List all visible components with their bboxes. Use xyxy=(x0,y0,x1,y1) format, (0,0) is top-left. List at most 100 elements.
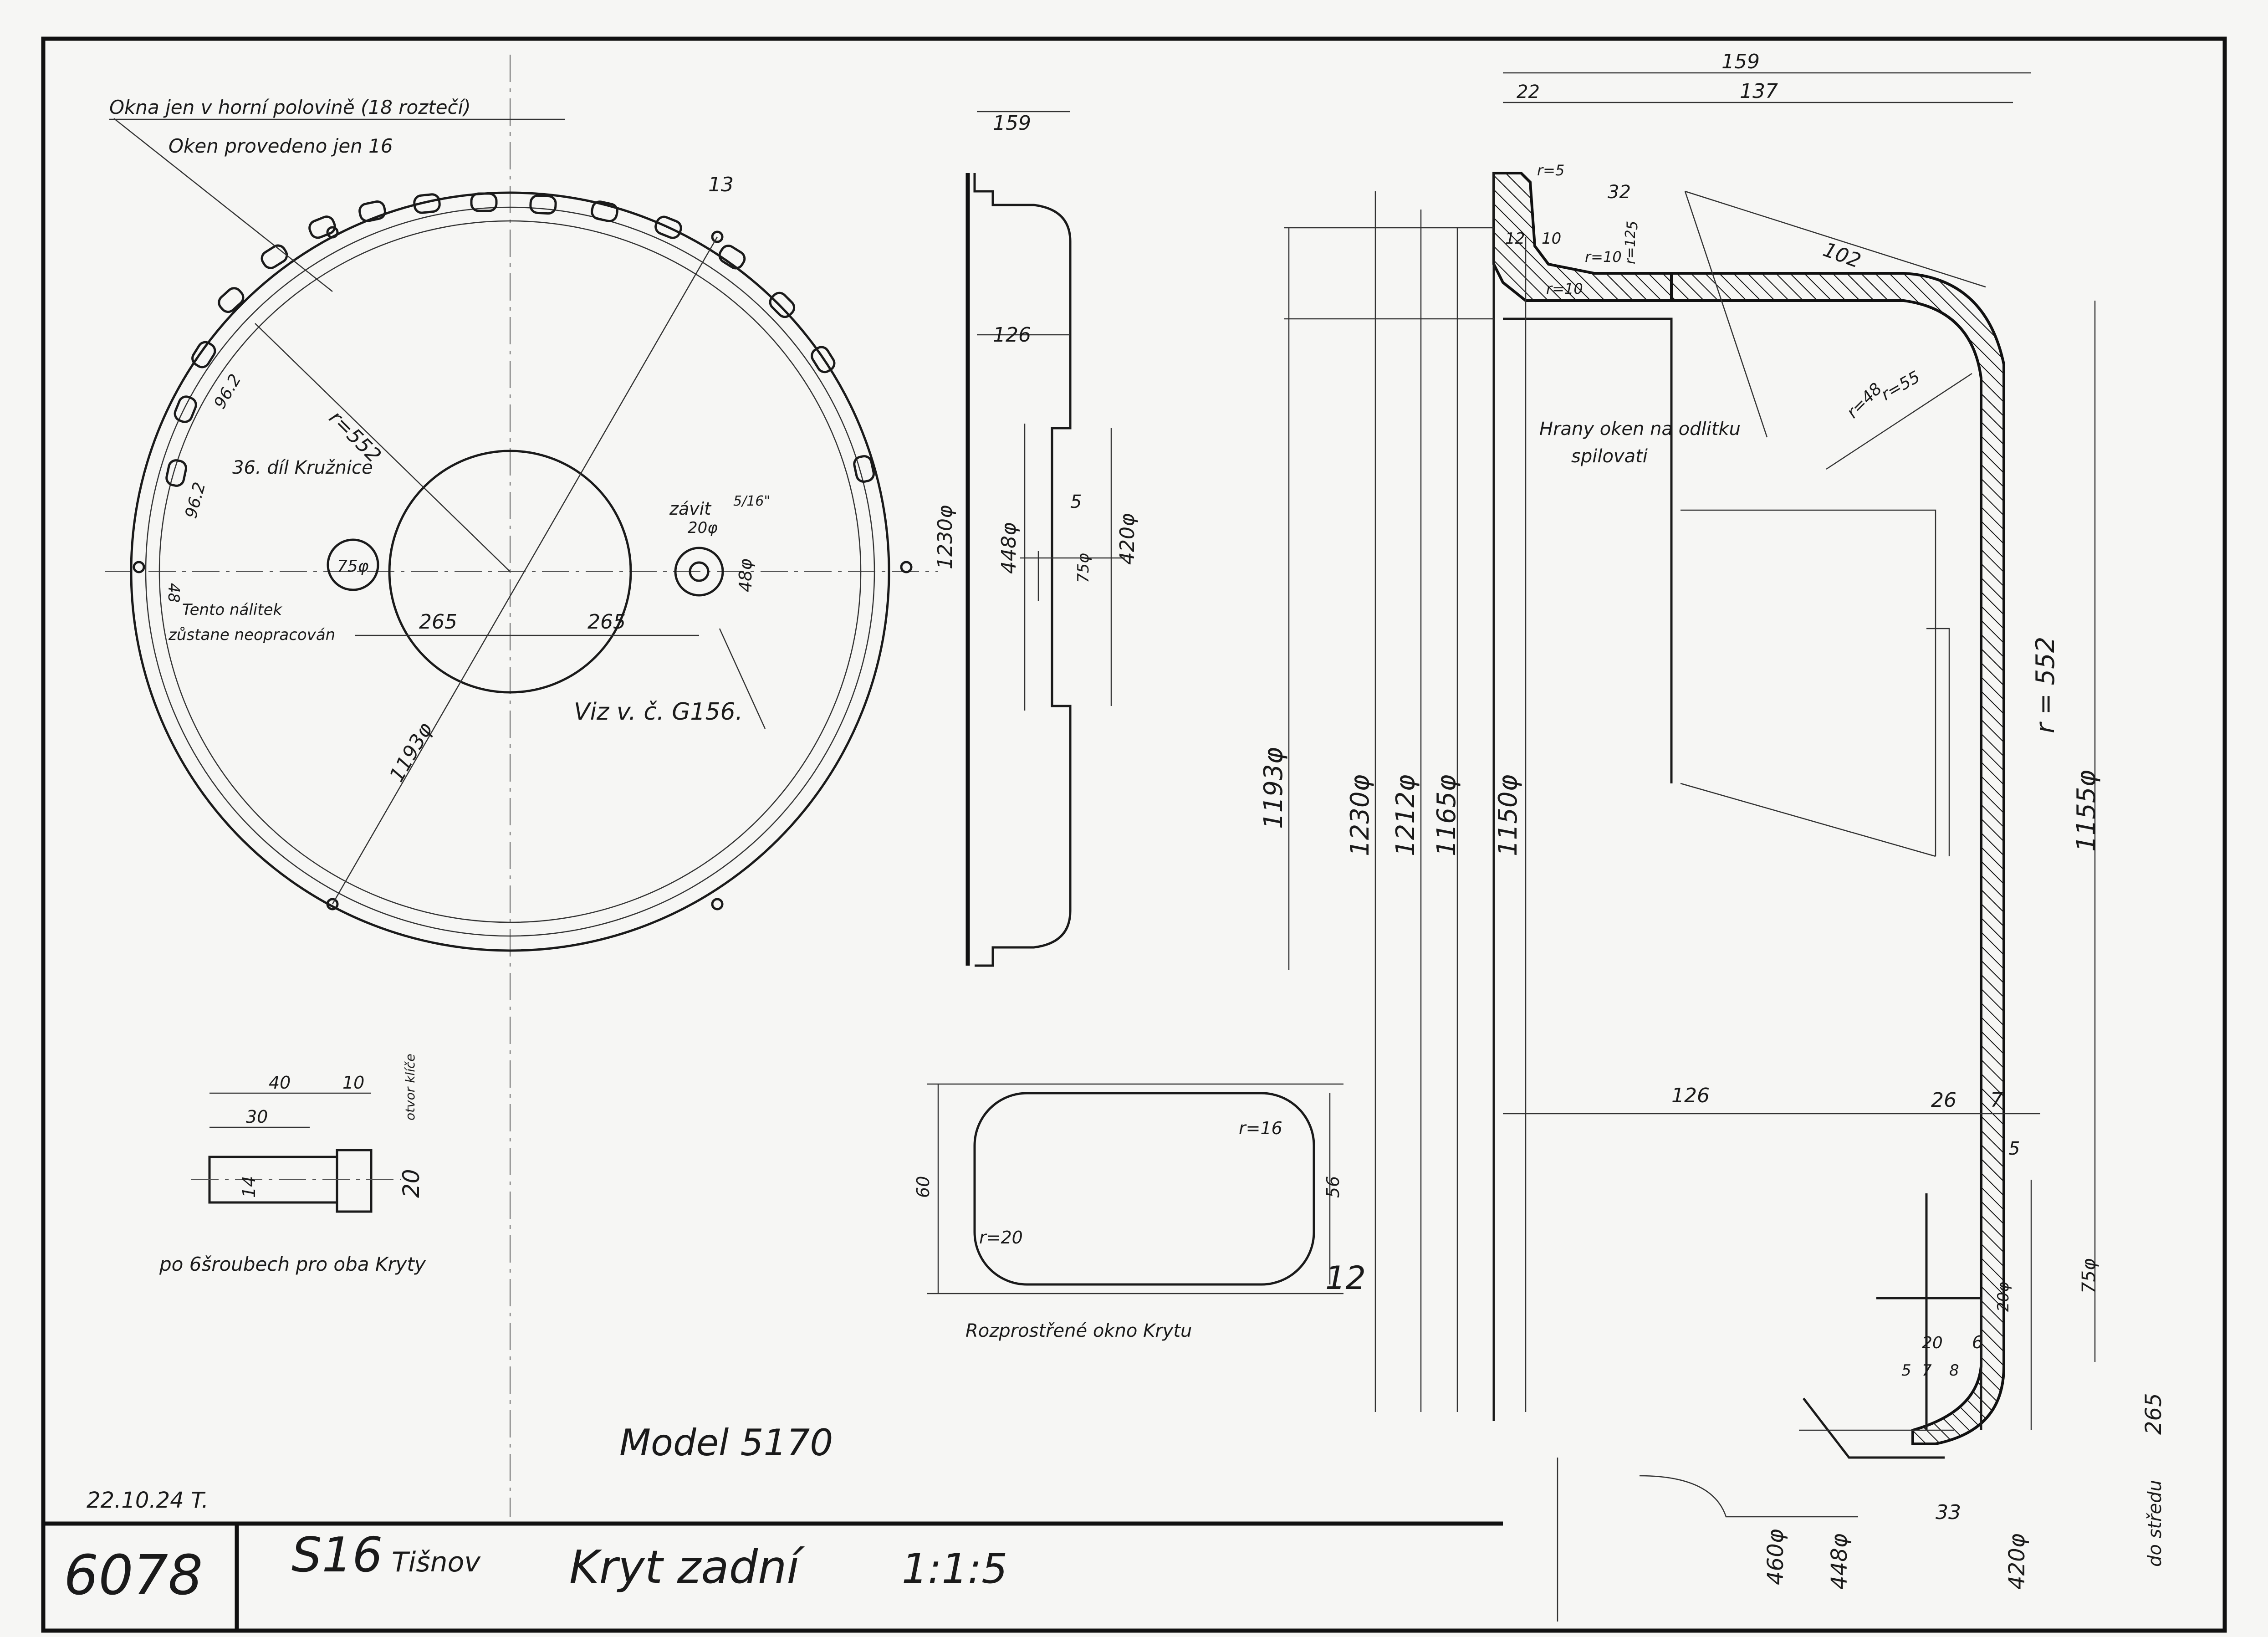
dim-10-screw: 10 xyxy=(342,1073,364,1093)
dim-12-profile: 12 xyxy=(1505,230,1525,248)
note-edges-2: spilovati xyxy=(1571,446,1648,467)
dim-5c-profile: 5 xyxy=(1901,1361,1911,1380)
note-see-drawing: Viz v. č. G156. xyxy=(574,698,743,726)
dim-159-side: 159 xyxy=(993,112,1031,135)
dim-12-window: 12 xyxy=(1325,1259,1366,1297)
dim-96-2-a: 96.2 xyxy=(210,371,245,412)
dim-5-profile-bottom: 5 xyxy=(2008,1138,2020,1159)
maker-name: Tišnov xyxy=(392,1546,481,1578)
inner-rim-circle xyxy=(145,206,875,937)
dim-20-thread: 20φ xyxy=(688,519,718,537)
drawing-number: 6078 xyxy=(64,1544,203,1607)
note-thread: závit xyxy=(669,499,712,519)
cast-boss xyxy=(327,538,379,591)
dim-r10a-profile: r=10 xyxy=(1585,248,1622,266)
dim-8-profile: 8 xyxy=(1949,1361,1959,1380)
dim-6-profile: 6 xyxy=(1972,1332,1983,1352)
part-name: Kryt zadní xyxy=(569,1540,805,1594)
dim-448-profile: 448φ xyxy=(1827,1533,1852,1590)
dim-1193-front: 1193φ xyxy=(385,719,437,786)
dim-460-profile: 460φ xyxy=(1763,1529,1788,1585)
dim-1193-profile: 1193φ xyxy=(1259,747,1288,829)
note-thread-size: 5/16" xyxy=(733,493,770,509)
dim-7b-profile: 7 xyxy=(1922,1361,1932,1380)
series-code: S16 xyxy=(291,1527,383,1583)
dim-96-2-b: 96.2 xyxy=(182,480,209,520)
dim-1212-profile: 1212φ xyxy=(1391,774,1420,856)
dim-40-screw: 40 xyxy=(269,1073,291,1093)
note-boss-1: Tento nálitek xyxy=(182,601,283,619)
dim-1155-profile: 1155φ xyxy=(2072,770,2101,852)
dim-159-profile: 159 xyxy=(1721,50,1760,73)
dim-5-profile-top: 5 xyxy=(1624,221,1641,230)
dim-r10b-profile: r=10 xyxy=(1546,280,1583,297)
dim-137-profile: 137 xyxy=(1740,80,1778,103)
dim-26-profile: 26 xyxy=(1931,1089,1956,1112)
dim-7-profile: 7 xyxy=(1990,1089,2003,1112)
model-label: Model 5170 xyxy=(619,1422,833,1464)
note-division: 36. díl Kružnice xyxy=(232,457,373,478)
dim-75-side: 75φ xyxy=(1074,553,1093,583)
center-boss-circle xyxy=(388,450,632,694)
dim-265-left: 265 xyxy=(419,610,457,634)
dim-10-profile: 10 xyxy=(1542,230,1561,248)
dim-126-profile: 126 xyxy=(1671,1084,1710,1107)
spread-window xyxy=(927,1083,1343,1294)
note-windows-upper: Okna jen v horní polovině (18 roztečí) xyxy=(109,96,471,118)
scale: 1:1:5 xyxy=(902,1545,1007,1593)
dim-r48-profile: r=48 xyxy=(1843,379,1885,422)
side-section xyxy=(965,111,1125,967)
thread-hole-outer xyxy=(674,547,724,597)
dim-420-profile: 420φ xyxy=(2004,1533,2030,1590)
dim-22-profile: 22 xyxy=(1517,82,1540,102)
dim-5-side: 5 xyxy=(1070,491,1082,512)
note-spread-window: Rozprostřené okno Krytu xyxy=(965,1320,1192,1341)
note-to-center: do středu xyxy=(2145,1480,2166,1567)
outer-rim-circle xyxy=(130,191,890,952)
dim-1230-side: 1230φ xyxy=(934,505,957,569)
profile-section xyxy=(1284,72,2096,1622)
dim-265-right: 265 xyxy=(587,610,626,634)
dim-102-profile: 102 xyxy=(1820,238,1864,273)
thread-hole-inner xyxy=(689,561,710,582)
dim-20b-profile: 20 xyxy=(1922,1334,1943,1352)
dim-r5-profile: r=5 xyxy=(1537,162,1564,179)
dim-r20-window: r=20 xyxy=(979,1228,1023,1248)
dim-r12-profile: r=12 xyxy=(1623,230,1639,264)
note-edges-1: Hrany oken na odlitku xyxy=(1539,419,1741,440)
dim-265-profile: 265 xyxy=(2141,1393,2166,1435)
note-screws: po 6šroubech pro oba Kryty xyxy=(159,1253,426,1275)
dim-56-window: 56 xyxy=(1323,1176,1343,1198)
dim-r552-profile: r = 552 xyxy=(2031,637,2060,733)
dim-420-side: 420φ xyxy=(1116,513,1139,565)
dim-32-profile: 32 xyxy=(1608,182,1631,203)
dim-33-profile: 33 xyxy=(1936,1501,1961,1524)
dim-1150-profile: 1150φ xyxy=(1493,774,1523,856)
front-view xyxy=(105,55,938,1517)
window-slots xyxy=(165,192,875,487)
note-boss-2: zůstane neopracován xyxy=(168,626,335,644)
dim-448-side: 448φ xyxy=(997,522,1021,574)
dim-126-side: 126 xyxy=(993,323,1031,347)
dim-r55-profile: r=55 xyxy=(1878,368,1923,404)
drawing-date: 22.10.24 T. xyxy=(87,1488,209,1513)
flange-circle xyxy=(158,220,862,923)
dim-20-profile: 20φ xyxy=(1994,1282,2013,1312)
dim-1165-profile: 1165φ xyxy=(1432,774,1461,856)
dim-20-screw: 20 xyxy=(398,1169,424,1198)
dim-75-boss: 75φ xyxy=(337,557,369,576)
dim-48-front: 48 xyxy=(164,583,183,603)
screw-detail xyxy=(191,1092,401,1213)
sheet-border xyxy=(41,36,2227,1633)
dim-13: 13 xyxy=(708,173,734,196)
dim-75-profile: 75φ xyxy=(2079,1258,2099,1294)
dim-48-thread: 48φ xyxy=(736,559,756,592)
note-key-width: otvor klíče xyxy=(403,1054,418,1120)
dim-30-screw: 30 xyxy=(246,1107,268,1127)
note-windows-done: Oken provedeno jen 16 xyxy=(169,135,393,157)
dim-r16-window: r=16 xyxy=(1239,1118,1282,1138)
dim-1230-profile: 1230φ xyxy=(1345,774,1375,856)
dim-60-window: 60 xyxy=(913,1176,933,1198)
